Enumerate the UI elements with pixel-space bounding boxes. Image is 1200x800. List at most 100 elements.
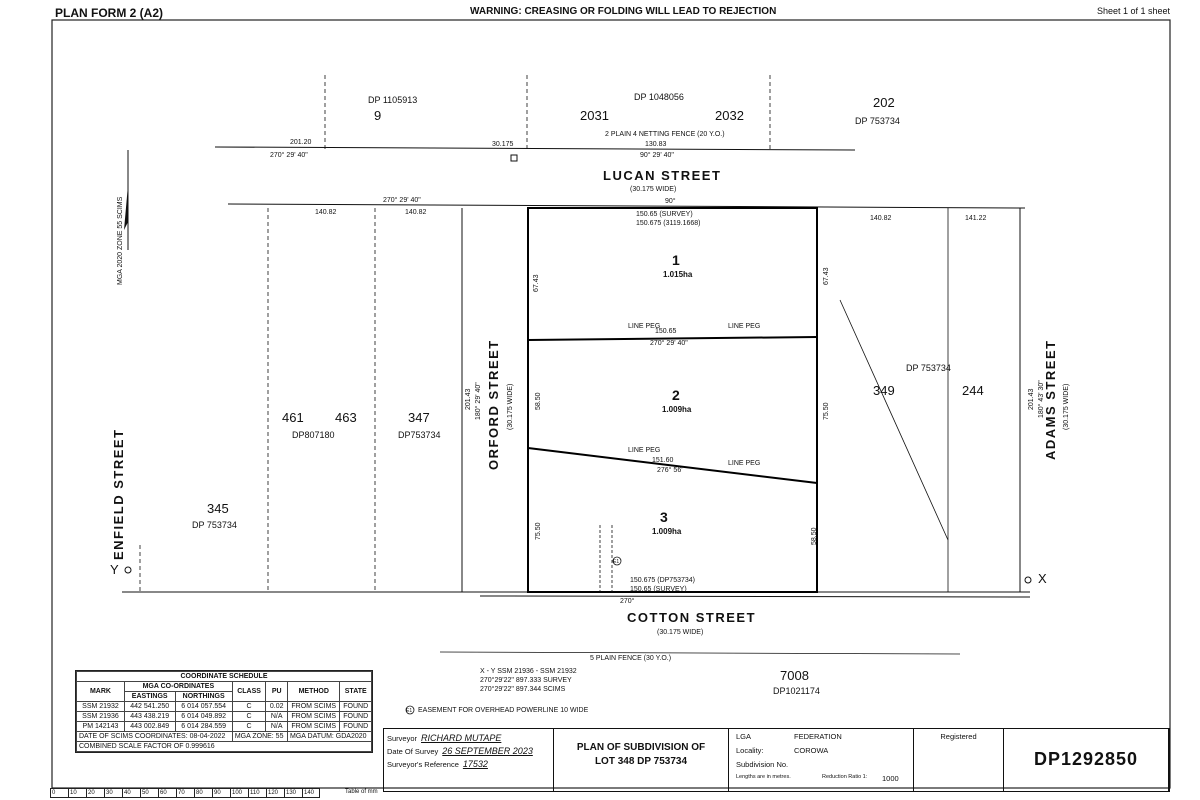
cell-eastings: 443 438.219	[123, 711, 176, 722]
dim-lucan-north-bearing: 90° 29' 40"	[640, 151, 674, 159]
dp-number: DP1292850	[1004, 729, 1169, 791]
easement-mark-plan: E1	[613, 559, 619, 565]
scale-tick: 70	[176, 788, 194, 798]
dim-bearing-lucan-south: 270° 29' 40"	[383, 196, 421, 204]
cell-pu: N/A	[265, 721, 289, 732]
col-state: STATE	[339, 681, 372, 702]
mga-datum: MGA DATUM: GDA2020	[287, 731, 372, 742]
parcel-lot202: 202	[873, 95, 895, 110]
scale-tick: 10	[68, 788, 86, 798]
dim-bearing-top: 270° 29' 40"	[270, 151, 308, 159]
mga-zone: MGA ZONE: 55	[231, 731, 289, 742]
dim-len-14122: 141.22	[965, 215, 987, 222]
street-orford: ORFORD STREET	[486, 339, 501, 470]
lga-label: LGA	[736, 732, 752, 741]
dim-lot1-north-len2: 150.675 (3119.1668)	[636, 220, 700, 227]
dim-lot1-west-len: 67.43	[533, 274, 540, 292]
subdivision-label: Subdivision No.	[736, 760, 789, 769]
dim-len-14082-a: 140.82	[315, 209, 337, 216]
lga-value: FEDERATION	[794, 732, 842, 741]
lot-1-number: 1	[672, 252, 680, 268]
plan-title-line2: LOT 348 DP 753734	[594, 756, 688, 767]
scale-tick: 100	[230, 788, 248, 798]
cell-state: FOUND	[339, 721, 372, 732]
mark-x: X	[1038, 571, 1047, 586]
parcel-lot345: 345	[207, 501, 229, 516]
dim-lot2-west-len: 58.50	[535, 392, 542, 410]
dim-lot3-west-len: 75.50	[535, 522, 542, 540]
street-orford-width: (30.175 WIDE)	[507, 384, 514, 430]
col-mark: MARK	[76, 681, 125, 702]
plan-title-line1: PLAN OF SUBDIVISION OF	[576, 742, 706, 753]
sheet-number: Sheet 1 of 1 sheet	[1096, 6, 1170, 16]
scale-tick: 50	[140, 788, 158, 798]
cell-class: C	[231, 701, 267, 712]
lot-2-area: 1.009ha	[662, 405, 692, 414]
dim-cotton-len1: 150.675 (DP753734)	[630, 577, 695, 584]
street-adams-width: (30.175 WIDE)	[1063, 384, 1070, 430]
cell-northings: 6 014 284.559	[174, 721, 233, 732]
dim-line-peg-4: LINE PEG	[728, 460, 760, 467]
dim-lot2-south-len: 151.60	[652, 457, 674, 464]
surveyor-ref: 17532	[462, 759, 488, 769]
dim-len-14082-b: 140.82	[405, 209, 427, 216]
parcel-lot7008: 7008	[780, 668, 809, 683]
scale-tick: 60	[158, 788, 176, 798]
ratio-value: 1000	[882, 774, 899, 783]
lot-2-number: 2	[672, 387, 680, 403]
scale-tick: 110	[248, 788, 266, 798]
dim-lot1-south-bearing: 270° 29' 40"	[650, 339, 688, 347]
col-northings: NORTHINGS	[174, 691, 233, 702]
scale-tick: 90	[212, 788, 230, 798]
parcel-lot349: 349	[873, 383, 895, 398]
cell-state: FOUND	[339, 711, 372, 722]
dim-lot1-south-len: 150.65	[655, 328, 677, 335]
cell-northings: 6 014 049.892	[174, 711, 233, 722]
col-class: CLASS	[231, 681, 267, 702]
cell-state: FOUND	[339, 701, 372, 712]
cell-eastings: 442 541.250	[123, 701, 176, 712]
dim-adams-west-len: 201.43	[1028, 388, 1035, 410]
col-pu: PU	[265, 681, 289, 702]
north-label: MGA 2020 ZONE 55 SCIMS	[117, 196, 124, 285]
warning-text: WARNING: CREASING OR FOLDING WILL LEAD T…	[470, 6, 777, 17]
easement-note: EASEMENT FOR OVERHEAD POWERLINE 10 WIDE	[418, 707, 589, 714]
dim-width-30175: 30.175	[492, 141, 514, 148]
table-row: PM 142143 443 002.849 6 014 284.559 C N/…	[76, 721, 372, 732]
cell-eastings: 443 002.849	[123, 721, 176, 732]
scale-tick: 140	[302, 788, 320, 798]
cell-pu: N/A	[265, 711, 289, 722]
col-eastings: EASTINGS	[123, 691, 176, 702]
dim-line-peg-1: LINE PEG	[628, 323, 660, 330]
scale-bar: 0 10 20 30 40 50 60 70 80 90 100 110 120…	[50, 788, 320, 798]
scale-tick: 80	[194, 788, 212, 798]
dim-cotton-bearing: 270°	[620, 597, 635, 605]
cell-pu: 0.02	[265, 701, 289, 712]
parcel-lot9: 9	[374, 108, 381, 123]
scale-tick: 120	[266, 788, 284, 798]
scale-label: Table of mm	[345, 789, 378, 795]
street-adams: ADAMS STREET	[1043, 339, 1058, 460]
dim-lot1-north-len1: 150.65 (SURVEY)	[636, 211, 693, 218]
parcel-lot461: 461	[282, 410, 304, 425]
dim-xy-line2: 270°29'22" 897.333 SURVEY	[480, 676, 572, 684]
parcel-dp1048056: DP 1048056	[634, 92, 684, 102]
parcel-dp1021174: DP1021174	[773, 686, 820, 696]
table-row: SSM 21936 443 438.219 6 014 049.892 C N/…	[76, 711, 372, 722]
lot-3-number: 3	[660, 509, 668, 525]
mark-y: Y	[110, 562, 119, 577]
dim-adams-bearing: 180° 43' 30"	[1037, 380, 1045, 418]
parcel-lot2032: 2032	[715, 108, 744, 123]
ref-label: Surveyor's Reference	[387, 760, 459, 769]
parcel-dp1105913: DP 1105913	[368, 95, 417, 105]
parcel-dp753734-b: DP753734	[398, 430, 441, 440]
scale-tick: 30	[104, 788, 122, 798]
dim-netting-fence: 2 PLAIN 4 NETTING FENCE (20 Y.O.)	[605, 131, 725, 138]
street-cotton: COTTON STREET	[627, 610, 756, 625]
dim-lot1-east-len: 67.43	[823, 267, 830, 285]
lengths-note: Lengths are in metres.	[736, 774, 791, 780]
coordinate-schedule: COORDINATE SCHEDULE MARK MGA CO-ORDINATE…	[75, 670, 373, 753]
scims-date: DATE OF SCIMS COORDINATES: 08-04-2022	[76, 731, 233, 742]
